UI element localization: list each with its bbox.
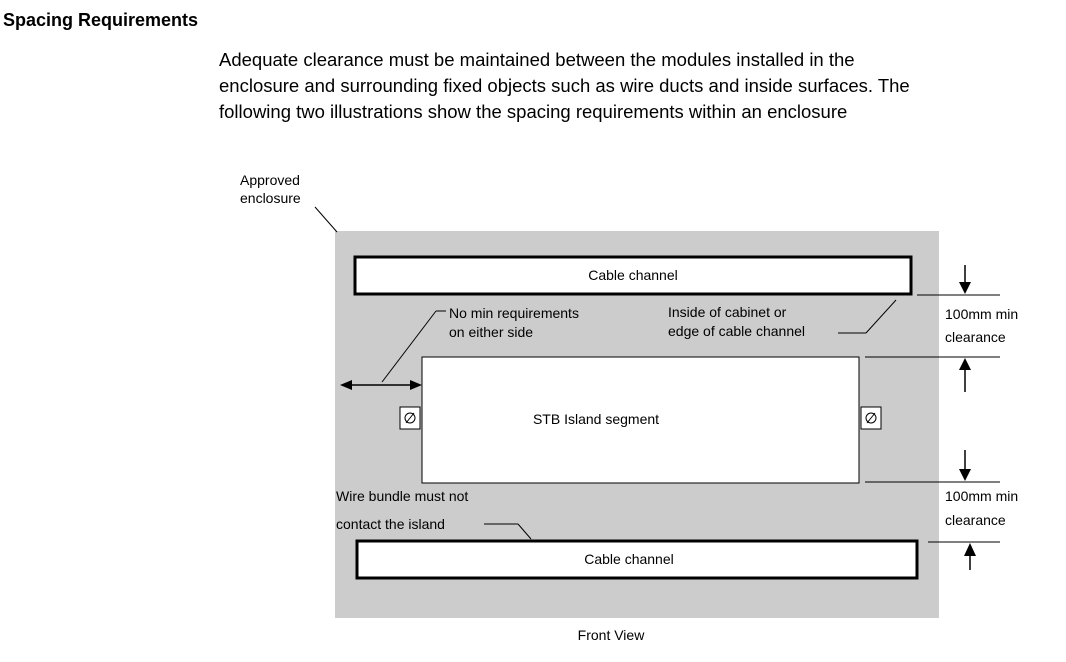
- top-clearance-down-arrow: [959, 265, 971, 294]
- island-label: STB Island segment: [533, 411, 659, 427]
- bottom-clearance-down-arrow: [959, 450, 971, 481]
- bottom-clearance-up-arrow: [964, 543, 976, 570]
- bottom-cable-channel-label: Cable channel: [584, 551, 674, 567]
- top-clearance-line-1: 100mm min: [945, 306, 1018, 322]
- figure-caption: Front View: [578, 627, 646, 643]
- side-note-line-1: No min requirements: [449, 305, 579, 321]
- right-screw-icon: [860, 406, 882, 430]
- side-note-leader-line: [381, 310, 437, 383]
- paragraph-line-1: Adequate clearance must be maintained be…: [219, 49, 855, 70]
- enclosure-label-line-2: enclosure: [240, 190, 301, 206]
- bottom-cable-channel: [355, 539, 919, 580]
- enclosure-label-line-1: Approved: [240, 172, 300, 188]
- wire-note-leader-diagonal: [517, 523, 532, 540]
- top-clearance-line-2: clearance: [945, 329, 1006, 345]
- paragraph-line-2: enclosure and surrounding fixed objects …: [219, 75, 910, 96]
- top-cable-channel-label: Cable channel: [588, 267, 678, 283]
- wire-note-line-2: contact the island: [336, 516, 445, 532]
- bottom-clearance-line-1: 100mm min: [945, 488, 1018, 504]
- cabinet-note-leader-diagonal: [865, 299, 897, 334]
- top-clearance-up-arrow: [959, 358, 971, 392]
- bottom-clearance-line-2: clearance: [945, 512, 1006, 528]
- side-note-line-2: on either side: [449, 324, 533, 340]
- paragraph-line-3: following two illustrations show the spa…: [219, 101, 848, 122]
- top-cable-channel: [353, 255, 913, 296]
- cabinet-note-line-1: Inside of cabinet or: [668, 304, 787, 320]
- side-spacing-arrow: [340, 380, 422, 390]
- wire-note-line-1: Wire bundle must not: [336, 488, 468, 504]
- intro-paragraph: Adequate clearance must be maintained be…: [219, 47, 1059, 125]
- left-screw-icon: [399, 406, 421, 430]
- enclosure-leader-line: [314, 206, 338, 233]
- cabinet-note-line-2: edge of cable channel: [668, 323, 805, 339]
- stb-island-segment: [421, 356, 860, 484]
- section-heading: Spacing Requirements: [3, 10, 199, 30]
